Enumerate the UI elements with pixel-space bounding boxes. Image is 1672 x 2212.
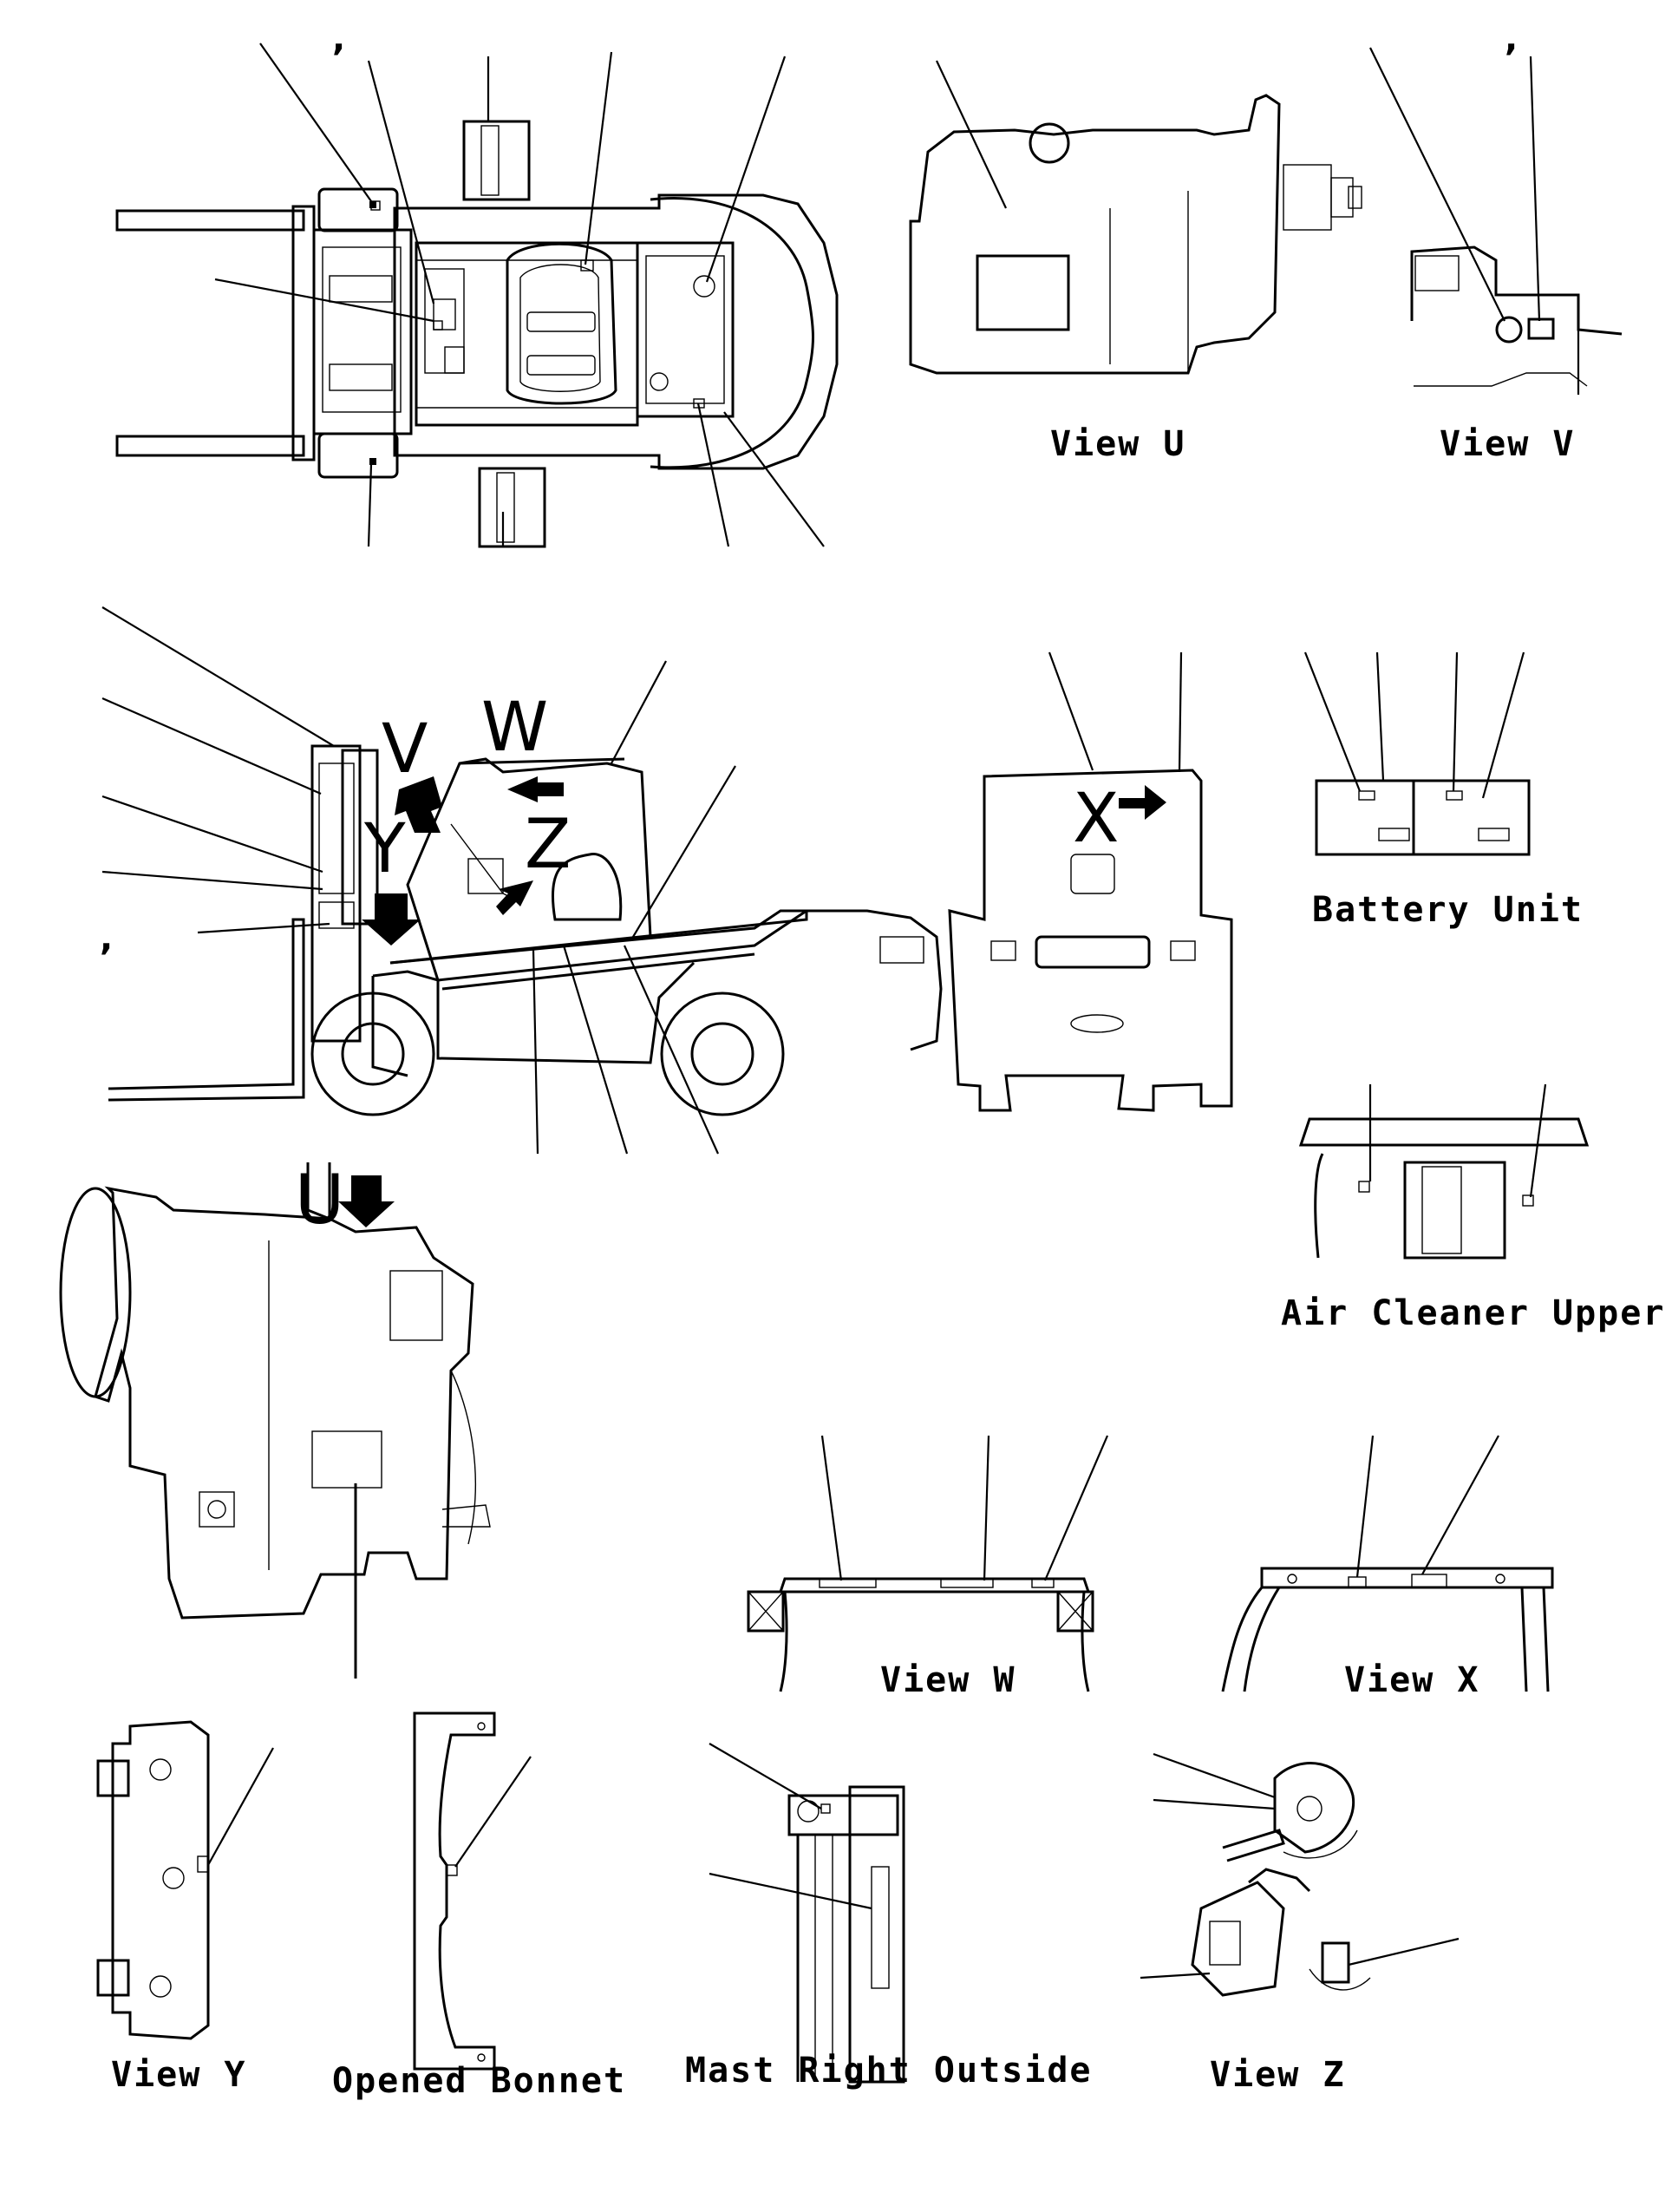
top-view-drawing: , [115, 19, 839, 548]
side-view-drawing: V W Y Z , [100, 606, 943, 1155]
mast-right-outside-drawing: Mast Right Outside [685, 1743, 1092, 2091]
view-w-label: View W [880, 1660, 1016, 1700]
engine-drawing: U [59, 1162, 491, 1679]
direction-w: W [481, 689, 548, 767]
view-v-label: View V [1440, 424, 1576, 464]
view-x-drawing: View X [1221, 1435, 1554, 1700]
view-z-label: View Z [1210, 2055, 1346, 2095]
opened-bonnet-label: Opened Bonnet [332, 2061, 626, 2101]
direction-y: Y [363, 810, 406, 888]
view-w-drawing: View W [747, 1435, 1109, 1700]
view-z-drawing: View Z [1140, 1752, 1460, 2095]
comma-mark: , [1505, 19, 1518, 59]
opened-bonnet-drawing: Opened Bonnet [332, 1711, 626, 2101]
view-u-drawing: View U [909, 60, 1362, 464]
view-x-label: View X [1344, 1660, 1480, 1700]
battery-unit-label: Battery Unit [1312, 890, 1584, 930]
comma-mark: , [332, 19, 345, 59]
comma-mark: , [100, 919, 113, 959]
direction-v: V [382, 710, 428, 789]
direction-z: Z [525, 806, 571, 884]
air-cleaner-drawing: Air Cleaner Upper [1281, 1083, 1665, 1333]
view-u-label: View U [1050, 424, 1186, 464]
battery-unit-drawing: Battery Unit [1303, 651, 1584, 930]
rear-view-drawing: X [948, 651, 1233, 1112]
view-v-drawing: , View V [1369, 19, 1623, 464]
direction-u: U [295, 1162, 344, 1240]
mast-right-outside-label: Mast Right Outside [685, 2051, 1092, 2091]
view-y-drawing: View Y [96, 1720, 274, 2095]
direction-x: X [1073, 780, 1119, 858]
view-y-label: View Y [111, 2055, 247, 2095]
air-cleaner-upper-label: Air Cleaner Upper [1281, 1293, 1665, 1333]
